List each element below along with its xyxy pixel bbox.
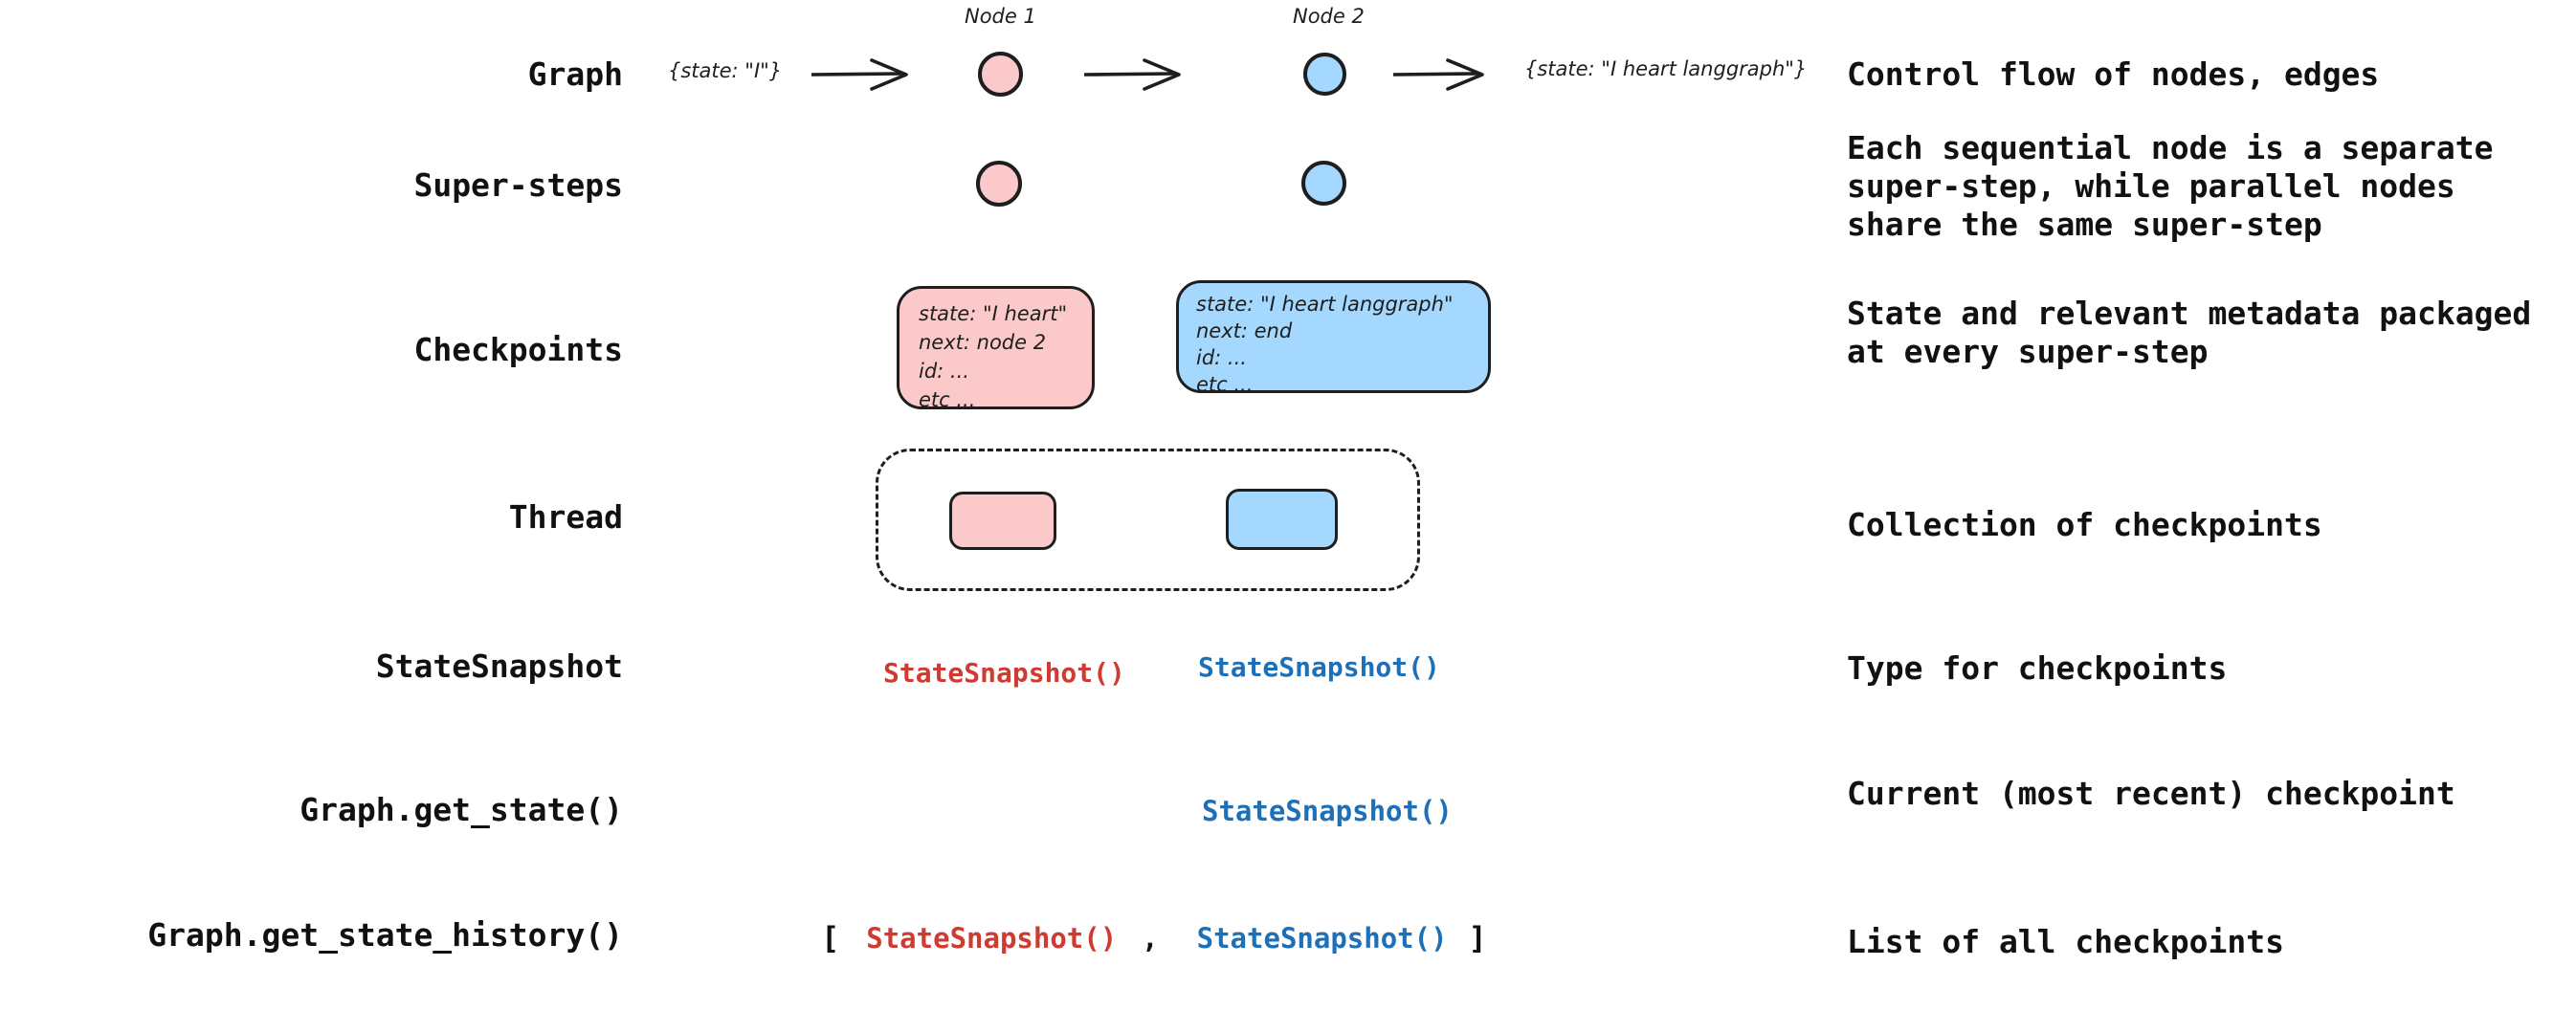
row-label-get-state-history: Graph.get_state_history() [147,916,623,954]
list-open-bracket: [ [821,920,840,956]
graph-node2-circle [1303,53,1346,96]
list-close-bracket: ] [1468,920,1487,956]
get-state-result-call: StateSnapshot() [1202,795,1453,827]
desc-graph: Control flow of nodes, edges [1847,55,2380,93]
checkpoint-blue-etc-line: etc ... [1196,373,1254,396]
superstep-node2-circle [1301,161,1346,206]
history-call-blue: StateSnapshot() [1196,922,1448,955]
checkpoint-card-pink: state: "I heart" next: node 2 id: ... et… [897,286,1095,411]
desc-state-snapshot: Type for checkpoints [1847,649,2228,687]
checkpoint-card-blue: state: "I heart langgraph" next: end id:… [1176,280,1491,396]
checkpoint-pink-next-line: next: node 2 [919,331,1047,354]
desc-get-state: Current (most recent) checkpoint [1847,775,2455,812]
thread-checkpoint-pink [949,492,1056,550]
snapshot-call-red: StateSnapshot() [883,657,1125,689]
row-label-get-state: Graph.get_state() [300,791,623,828]
input-state-annotation: {state: "I"} [668,59,783,82]
checkpoint-blue-next-line: next: end [1196,319,1293,342]
superstep-node1-circle [976,161,1022,207]
node2-label: Node 2 [1293,5,1365,28]
node1-label: Node 1 [965,5,1036,28]
graph-node1-circle [978,52,1023,97]
history-call-red: StateSnapshot() [866,922,1118,955]
thread-checkpoint-blue [1226,489,1338,550]
output-state-annotation: {state: "I heart langgraph"} [1524,57,1808,80]
desc-super-steps-line1: Each sequential node is a separate [1847,129,2494,166]
edge-arrow-2 [1084,58,1181,91]
row-label-graph: Graph [527,55,623,93]
desc-checkpoints-line1: State and relevant metadata packaged [1847,295,2532,332]
desc-thread: Collection of checkpoints [1847,506,2322,543]
list-comma: , [1142,922,1159,955]
row-label-state-snapshot: StateSnapshot [375,648,623,685]
row-label-checkpoints: Checkpoints [413,331,623,368]
desc-checkpoints: State and relevant metadata packaged at … [1847,295,2531,371]
checkpoint-pink-etc-line: etc ... [919,388,976,411]
desc-super-steps: Each sequential node is a separate super… [1847,129,2494,244]
row-label-super-steps: Super-steps [413,166,623,204]
desc-get-state-history: List of all checkpoints [1847,923,2284,960]
checkpoint-pink-state-line: state: "I heart" [919,302,1068,325]
checkpoint-blue-state-line: state: "I heart langgraph" [1196,293,1454,316]
snapshot-call-blue: StateSnapshot() [1198,651,1440,683]
checkpoint-blue-id-line: id: ... [1196,346,1247,369]
desc-checkpoints-line2: at every super-step [1847,333,2209,370]
checkpoint-pink-id-line: id: ... [919,360,969,383]
thread-dashed-container [876,449,1420,591]
desc-super-steps-line3: share the same super-step [1847,206,2322,243]
row-label-thread: Thread [508,498,623,536]
edge-arrow-1 [811,58,908,91]
get-state-history-result-list: [ StateSnapshot() , StateSnapshot() ] [821,916,1487,960]
desc-super-steps-line2: super-step, while parallel nodes [1847,167,2455,205]
edge-arrow-3 [1393,58,1484,91]
